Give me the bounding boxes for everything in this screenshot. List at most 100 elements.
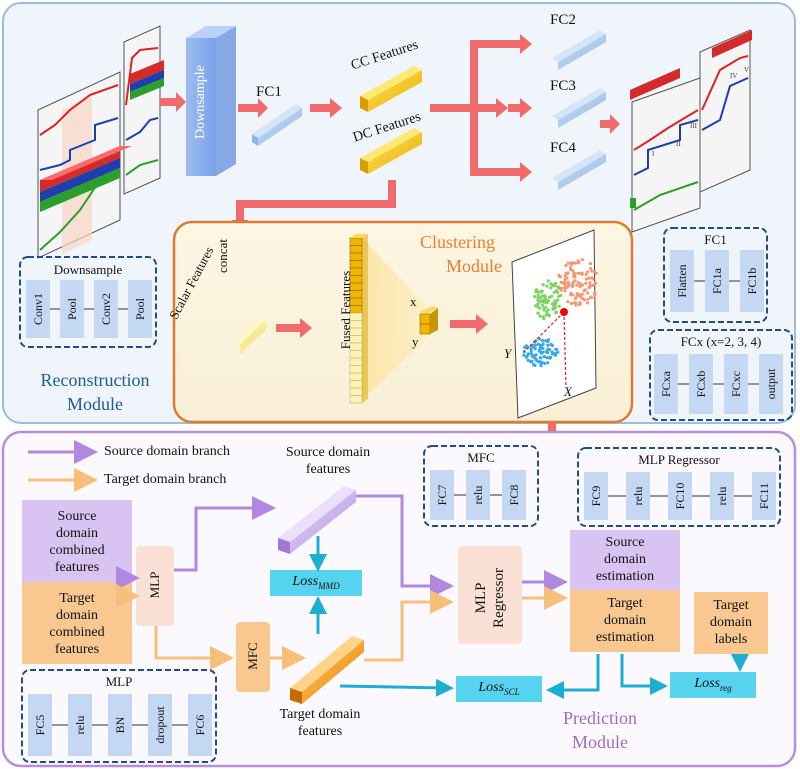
loss-arrows	[339, 654, 749, 699]
cluster-scatter-plane	[511, 229, 598, 419]
scatter-point	[541, 342, 545, 346]
scatter-point	[590, 276, 594, 280]
legend-cell	[94, 280, 118, 338]
scatter-point	[546, 299, 551, 303]
legend-cell-label: FCxa	[659, 371, 673, 398]
source-estimation-text: Source domain estimation	[595, 535, 655, 584]
mlp-regressor-box	[458, 546, 522, 644]
fused-features-label: Fused Features	[338, 270, 353, 350]
scatter-point	[538, 356, 542, 360]
legend-cell-label: FC10	[673, 482, 687, 510]
legend-cells	[26, 250, 783, 756]
legend-cell-label: Conv1	[31, 293, 45, 326]
fc3-label: FC3	[550, 78, 576, 94]
scatter-point	[569, 268, 573, 272]
scatter-point	[539, 350, 543, 354]
legend-cell	[28, 694, 52, 756]
scatter-point	[585, 301, 590, 305]
mlp-label: MLP	[147, 571, 162, 599]
scatter-point	[536, 311, 540, 315]
legend-cell-label: relu	[73, 715, 87, 735]
scatter-point	[557, 304, 561, 308]
legend-cell-label: FC8	[507, 484, 521, 506]
target-estimation-text: Target domain estimation	[595, 596, 655, 645]
loss-mmd-box	[270, 570, 362, 596]
scatter-point	[556, 290, 560, 294]
loss-scl-label: LossSCL	[478, 680, 520, 697]
region-label-3: III	[690, 122, 697, 130]
legend-cell	[108, 694, 132, 756]
scatter-point	[553, 306, 557, 310]
scatter-point	[536, 298, 540, 302]
legend-cell	[759, 354, 783, 414]
scatter-point	[543, 361, 547, 365]
scatter-point	[593, 270, 597, 274]
fused-feature-cell	[349, 372, 363, 381]
loss-scl-box	[456, 676, 542, 702]
scatter-point	[549, 286, 553, 290]
scatter-point	[566, 282, 571, 286]
legend-cell	[710, 472, 734, 520]
legend-cell	[466, 470, 490, 520]
scatter-point	[580, 258, 585, 262]
scatter-point	[536, 305, 540, 309]
scatter-point	[529, 347, 533, 351]
scatter-point	[551, 302, 555, 306]
concat-label: concat	[214, 239, 230, 273]
scatter-point	[591, 283, 595, 287]
fc1-label: FC1	[256, 84, 282, 100]
fc1-legend-box	[663, 227, 768, 323]
source-combined-text: Source domain combined features	[49, 509, 105, 575]
legend-cell	[668, 472, 692, 520]
legend-cell	[430, 470, 454, 520]
fused-feature-cell	[349, 387, 363, 396]
scatter-point	[550, 284, 554, 288]
scatter-point	[590, 296, 594, 300]
fc4-label: FC4	[550, 140, 576, 156]
scatter-point	[555, 347, 559, 351]
mlp-regressor-label: MLP Regressor	[473, 568, 507, 628]
fc4-bar	[552, 150, 606, 190]
scatter-point	[538, 299, 542, 303]
fusion-cone	[362, 238, 432, 400]
output-signal-plots	[630, 29, 752, 233]
fcx-legend-box	[649, 329, 793, 421]
target-estimation-box	[570, 590, 680, 652]
scatter-point	[575, 294, 579, 298]
scatter-point	[546, 308, 550, 312]
scatter-point	[526, 358, 530, 362]
reconstruction-module-title-2: Module	[67, 394, 123, 414]
reconstruction-arrows	[160, 34, 620, 462]
scatter-point	[547, 348, 552, 352]
legend-cell	[689, 354, 713, 414]
scatter-point	[566, 300, 570, 304]
legend-cell	[68, 694, 92, 756]
scatter-point	[586, 291, 590, 295]
source-domain-features-label: Source domain features	[285, 445, 371, 477]
target-labels-box	[694, 592, 768, 654]
scatter-point	[569, 301, 574, 306]
scatter-point	[574, 303, 578, 307]
scatter-point	[533, 295, 537, 299]
scatter-point	[566, 261, 570, 265]
scatter-point	[559, 280, 563, 284]
scatter-point	[572, 271, 577, 275]
legend-cell	[752, 472, 776, 520]
scatter-point	[538, 346, 543, 350]
fc1-legend-title: FC1	[704, 232, 727, 247]
scatter-point	[529, 360, 534, 364]
scatter-point	[582, 298, 587, 302]
scatter-point	[593, 281, 598, 285]
scatter-point	[554, 281, 558, 285]
legend-cell	[128, 280, 152, 338]
input-feature-cubes	[40, 60, 164, 212]
scatter-point	[576, 281, 580, 285]
scatter-point	[578, 300, 582, 305]
legend-cell-label: relu	[631, 486, 645, 506]
target-branch-legend-text: Target domain branch	[104, 472, 227, 487]
cc-features-bar	[360, 66, 422, 112]
legend-cell-label: output	[764, 368, 778, 400]
scatter-point	[544, 305, 548, 309]
scatter-point	[541, 339, 545, 343]
